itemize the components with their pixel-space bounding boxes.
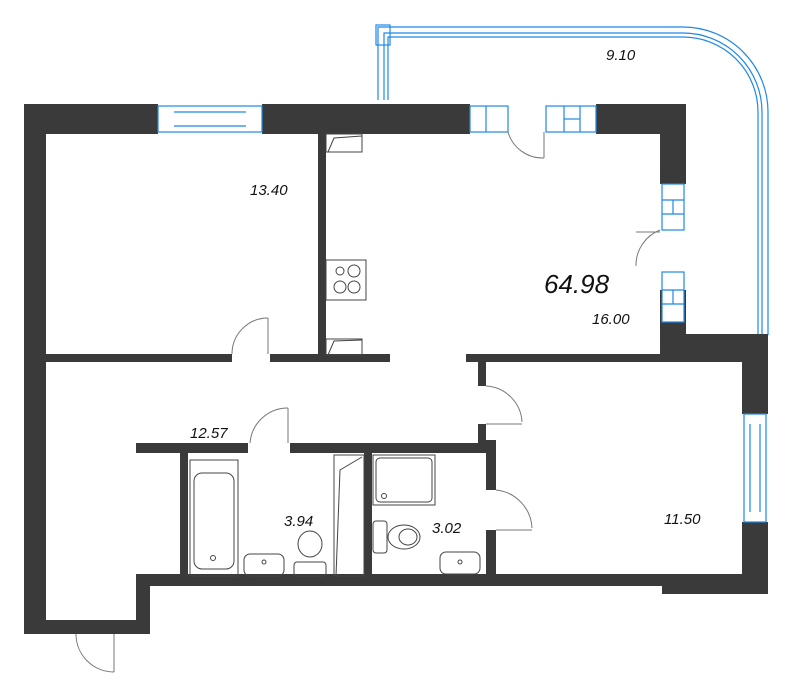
walls <box>24 104 768 634</box>
wc-toilet-icon <box>372 520 388 554</box>
toilet-icon <box>297 530 323 558</box>
kitchen-fixtures <box>325 133 367 356</box>
bedroom-2-area-label: 11.50 <box>664 511 701 528</box>
shower-icon <box>372 454 436 506</box>
hallway-area-label: 12.57 <box>190 425 228 442</box>
stove-icon <box>325 259 367 301</box>
kitchen-area-label: 16.00 <box>592 311 630 328</box>
bathroom-fixtures <box>189 454 481 577</box>
windows <box>157 105 767 523</box>
bathroom-area-label: 3.94 <box>284 513 313 530</box>
sink-icon <box>243 553 285 577</box>
bathtub-icon <box>193 472 235 570</box>
wc-area-label: 3.02 <box>432 520 462 537</box>
balcony-area-label: 9.10 <box>606 47 636 64</box>
wc-sink-icon <box>439 551 481 575</box>
balcony-glazing <box>375 24 769 335</box>
total-area-label: 64.98 <box>544 269 610 299</box>
doors <box>75 131 661 673</box>
bedroom-1-area-label: 13.40 <box>250 182 288 199</box>
